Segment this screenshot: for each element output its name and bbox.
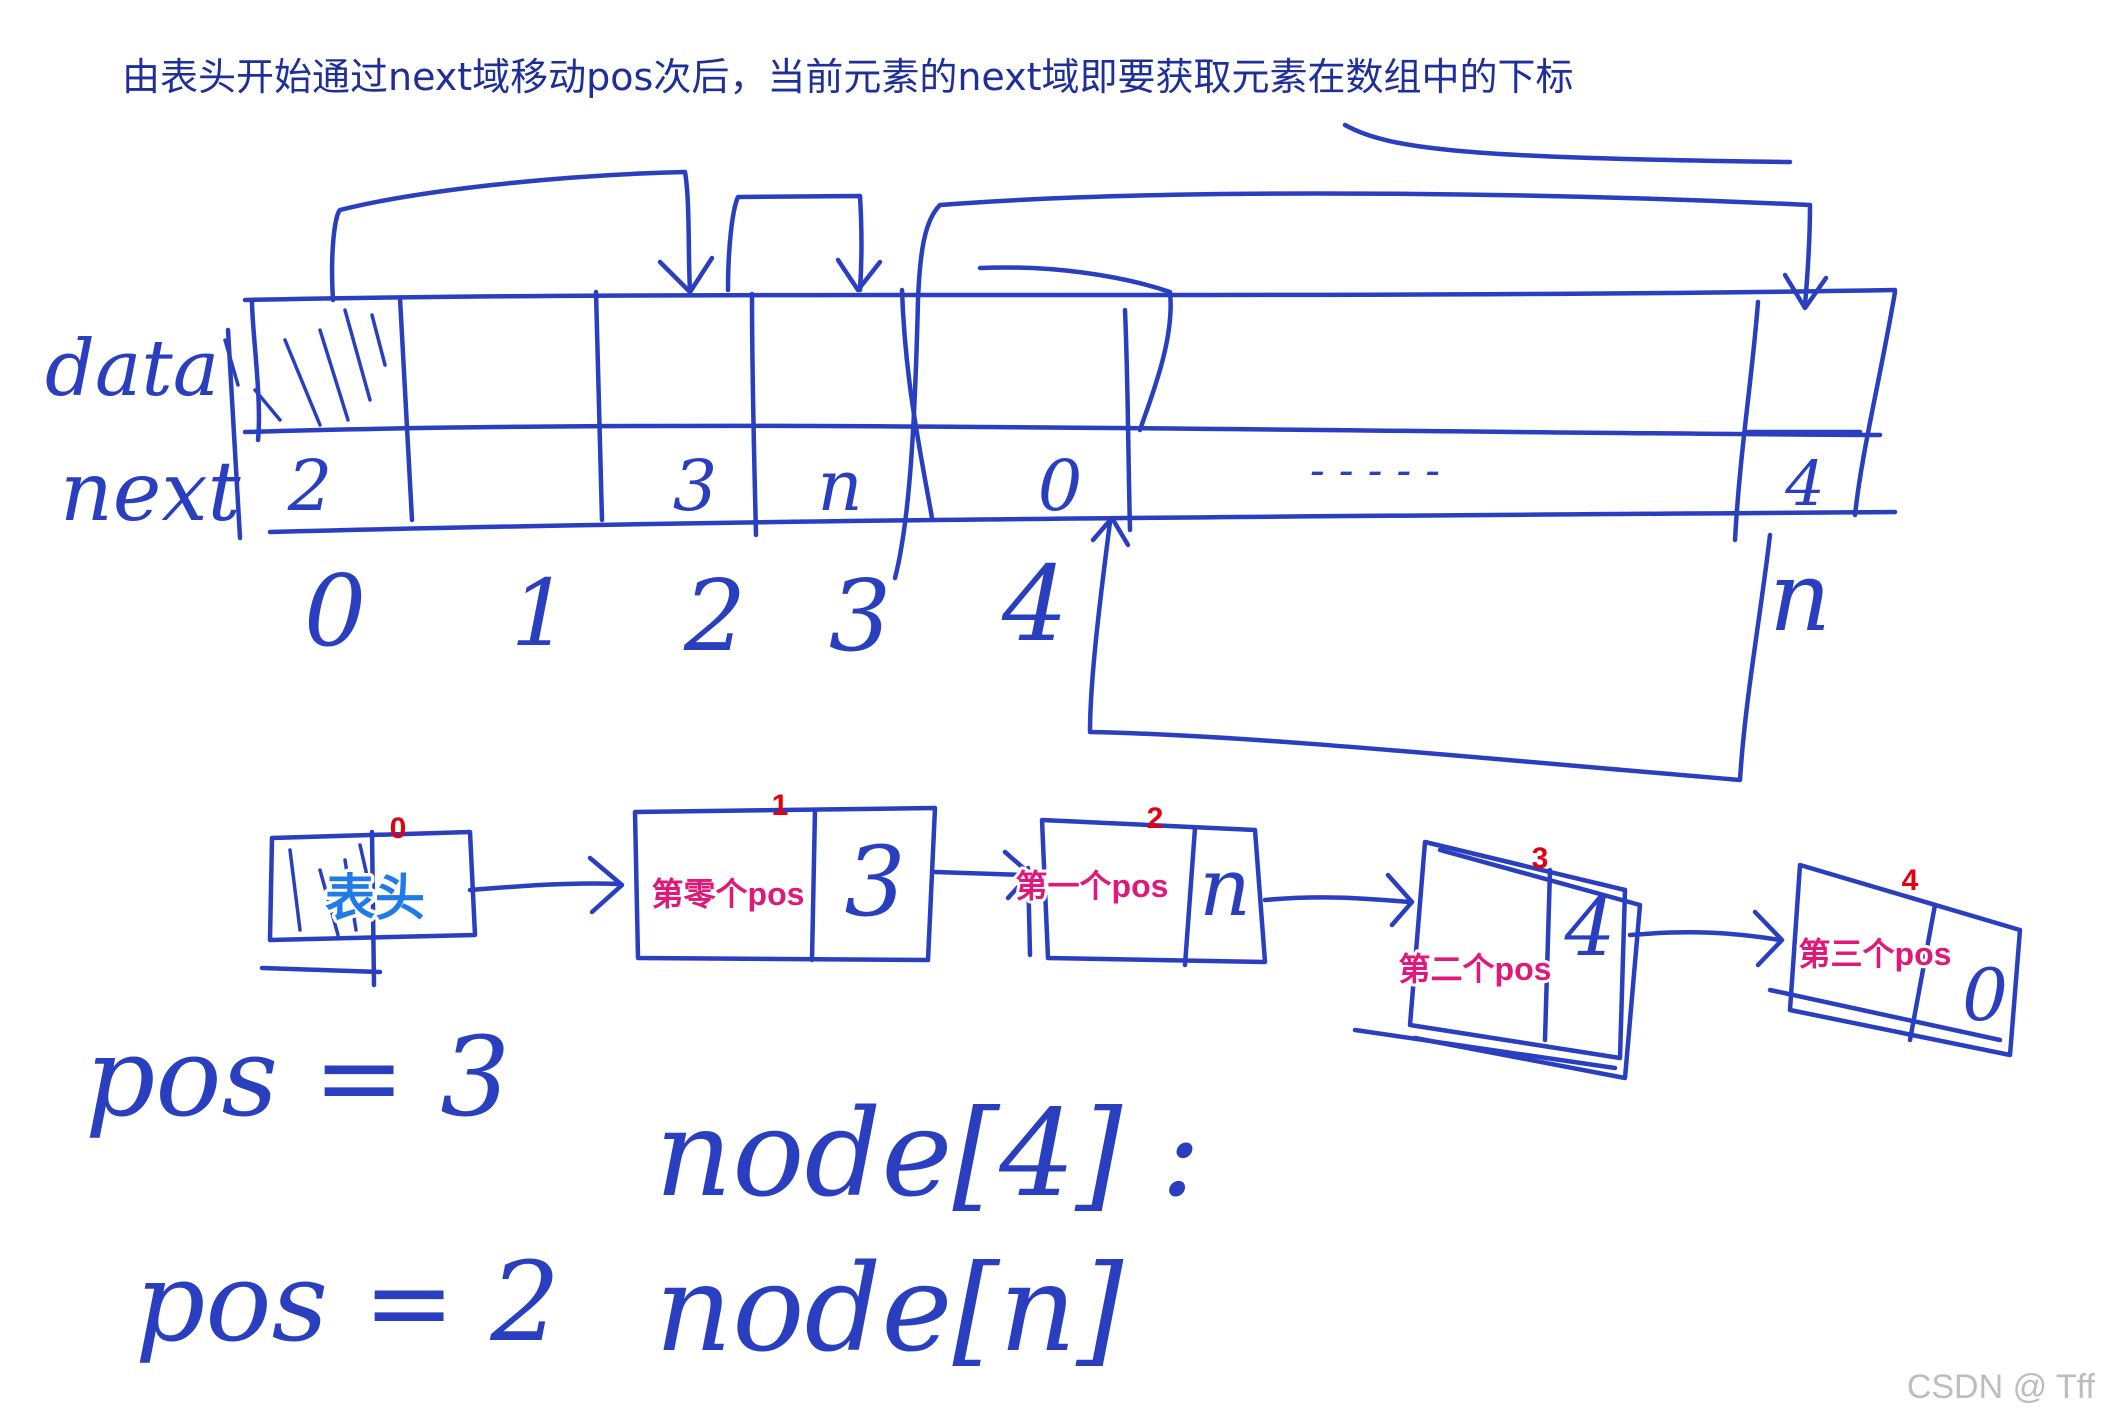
- node-index-3: 3: [1532, 842, 1549, 875]
- next-value-2: 3: [673, 445, 718, 527]
- node-divider: [809, 807, 818, 963]
- node-next-value-3: 4: [1564, 881, 1616, 974]
- array-index-2: 2: [683, 560, 746, 674]
- list-arrow: [932, 869, 1028, 878]
- row-label-next: next: [60, 445, 242, 540]
- array-index-1: 1: [511, 560, 570, 667]
- node-box: [1787, 862, 2023, 1058]
- watermark: CSDN @ Tff: [1907, 1368, 2096, 1406]
- list-node: [1352, 839, 1643, 1081]
- list-node: [1025, 817, 1268, 968]
- note-pos-2: pos = 2: [135, 1238, 560, 1366]
- row-label-data: data: [45, 324, 219, 414]
- arrow-slot4-loop: [977, 265, 1173, 433]
- arrow-3-to-n: [892, 191, 1813, 581]
- node-label-pos1: 第一个pos: [1016, 868, 1169, 904]
- hatch-stroke: [343, 308, 372, 402]
- node-box: [632, 805, 938, 963]
- array-bottom-line: [267, 509, 1898, 535]
- node-index-0: 0: [390, 812, 407, 845]
- node-next-value-2: n: [1199, 841, 1251, 934]
- title-underline-stroke: [1342, 122, 1793, 165]
- node-base: [259, 965, 383, 975]
- node-index-1: 1: [772, 789, 789, 822]
- node-label-pos3: 第三个pos: [1799, 936, 1952, 972]
- node-label-pos0: 第零个pos: [652, 876, 805, 912]
- node-divider: [1182, 825, 1198, 968]
- node-box: [1407, 839, 1628, 1061]
- array-right-border: [1852, 289, 1898, 518]
- arrow-head: [1782, 272, 1829, 311]
- array-index-3: 3: [829, 560, 891, 674]
- next-value-ellipsis: - - - - -: [1310, 445, 1440, 496]
- next-value-n: 4: [1784, 447, 1824, 520]
- array-index-4: 4: [1001, 543, 1068, 665]
- array-divider-1: [397, 295, 415, 523]
- note-pos-3: pos = 3: [85, 1013, 510, 1141]
- node-divider: [1907, 902, 1938, 1043]
- arrow-2-to-3: [725, 193, 864, 293]
- hatch-stroke: [283, 338, 322, 427]
- array-divider-3: [749, 291, 759, 538]
- arrow-head: [587, 855, 625, 915]
- array-middle-line: [242, 423, 1883, 438]
- linked-list: [259, 805, 2023, 1081]
- arrow-head: [657, 255, 715, 295]
- hatch-stroke: [370, 313, 387, 367]
- arrow-head: [1385, 872, 1415, 928]
- next-value-3: n: [817, 445, 862, 527]
- list-node: [1767, 862, 2023, 1058]
- node-left-tick: [1025, 865, 1033, 958]
- hatch-stroke: [253, 388, 282, 422]
- hatch-strokes: [288, 843, 370, 937]
- node-next-value-1: 3: [844, 826, 905, 938]
- array-divider-5: [1122, 307, 1133, 533]
- list-node: [259, 829, 478, 988]
- arrow-head: [1752, 909, 1785, 968]
- arrow-head: [1090, 515, 1131, 548]
- node-next-value-4: 0: [1962, 953, 2008, 1037]
- arrow-head: [835, 257, 883, 293]
- array-index-0: 0: [304, 555, 366, 669]
- note-node-n: node[n]: [655, 1240, 1123, 1379]
- diagram-title: 由表头开始通过next域移动pos次后，当前元素的next域即要获取元素在数组中…: [122, 55, 1574, 99]
- hatch-stroke: [318, 328, 350, 422]
- list-arrow: [1262, 895, 1413, 905]
- node-divider: [1542, 867, 1553, 1043]
- node-divider: [369, 829, 377, 988]
- node-label-header: 表头: [325, 870, 425, 926]
- array-index-n: n: [1769, 541, 1831, 653]
- hatch-stroke: [223, 338, 240, 387]
- node-box-inner: [1412, 847, 1643, 1081]
- node-box: [267, 829, 478, 943]
- node-box: [1039, 817, 1268, 965]
- array-left-inner: [249, 299, 262, 443]
- node-index-4: 4: [1902, 864, 1919, 897]
- array-pointer-arrows: [329, 169, 1829, 783]
- next-value-0: 2: [287, 445, 333, 527]
- next-value-4: 0: [1038, 445, 1083, 527]
- array-top-line: [242, 287, 1898, 303]
- node-base: [1767, 987, 2003, 1043]
- node-label-pos2: 第二个pos: [1399, 951, 1552, 987]
- array-table: [223, 287, 1898, 543]
- list-node: [632, 805, 938, 963]
- node-base: [1352, 1027, 1618, 1071]
- arrow-0-to-2: [329, 169, 693, 303]
- note-node-4: node[4] :: [655, 1085, 1201, 1224]
- array-divider-n: [1732, 299, 1761, 543]
- array-divider-2: [593, 289, 605, 523]
- list-arrow: [1627, 930, 1783, 943]
- list-arrow: [467, 881, 623, 893]
- node-index-2: 2: [1147, 802, 1164, 835]
- arrow-n-to-4: [1087, 519, 1773, 783]
